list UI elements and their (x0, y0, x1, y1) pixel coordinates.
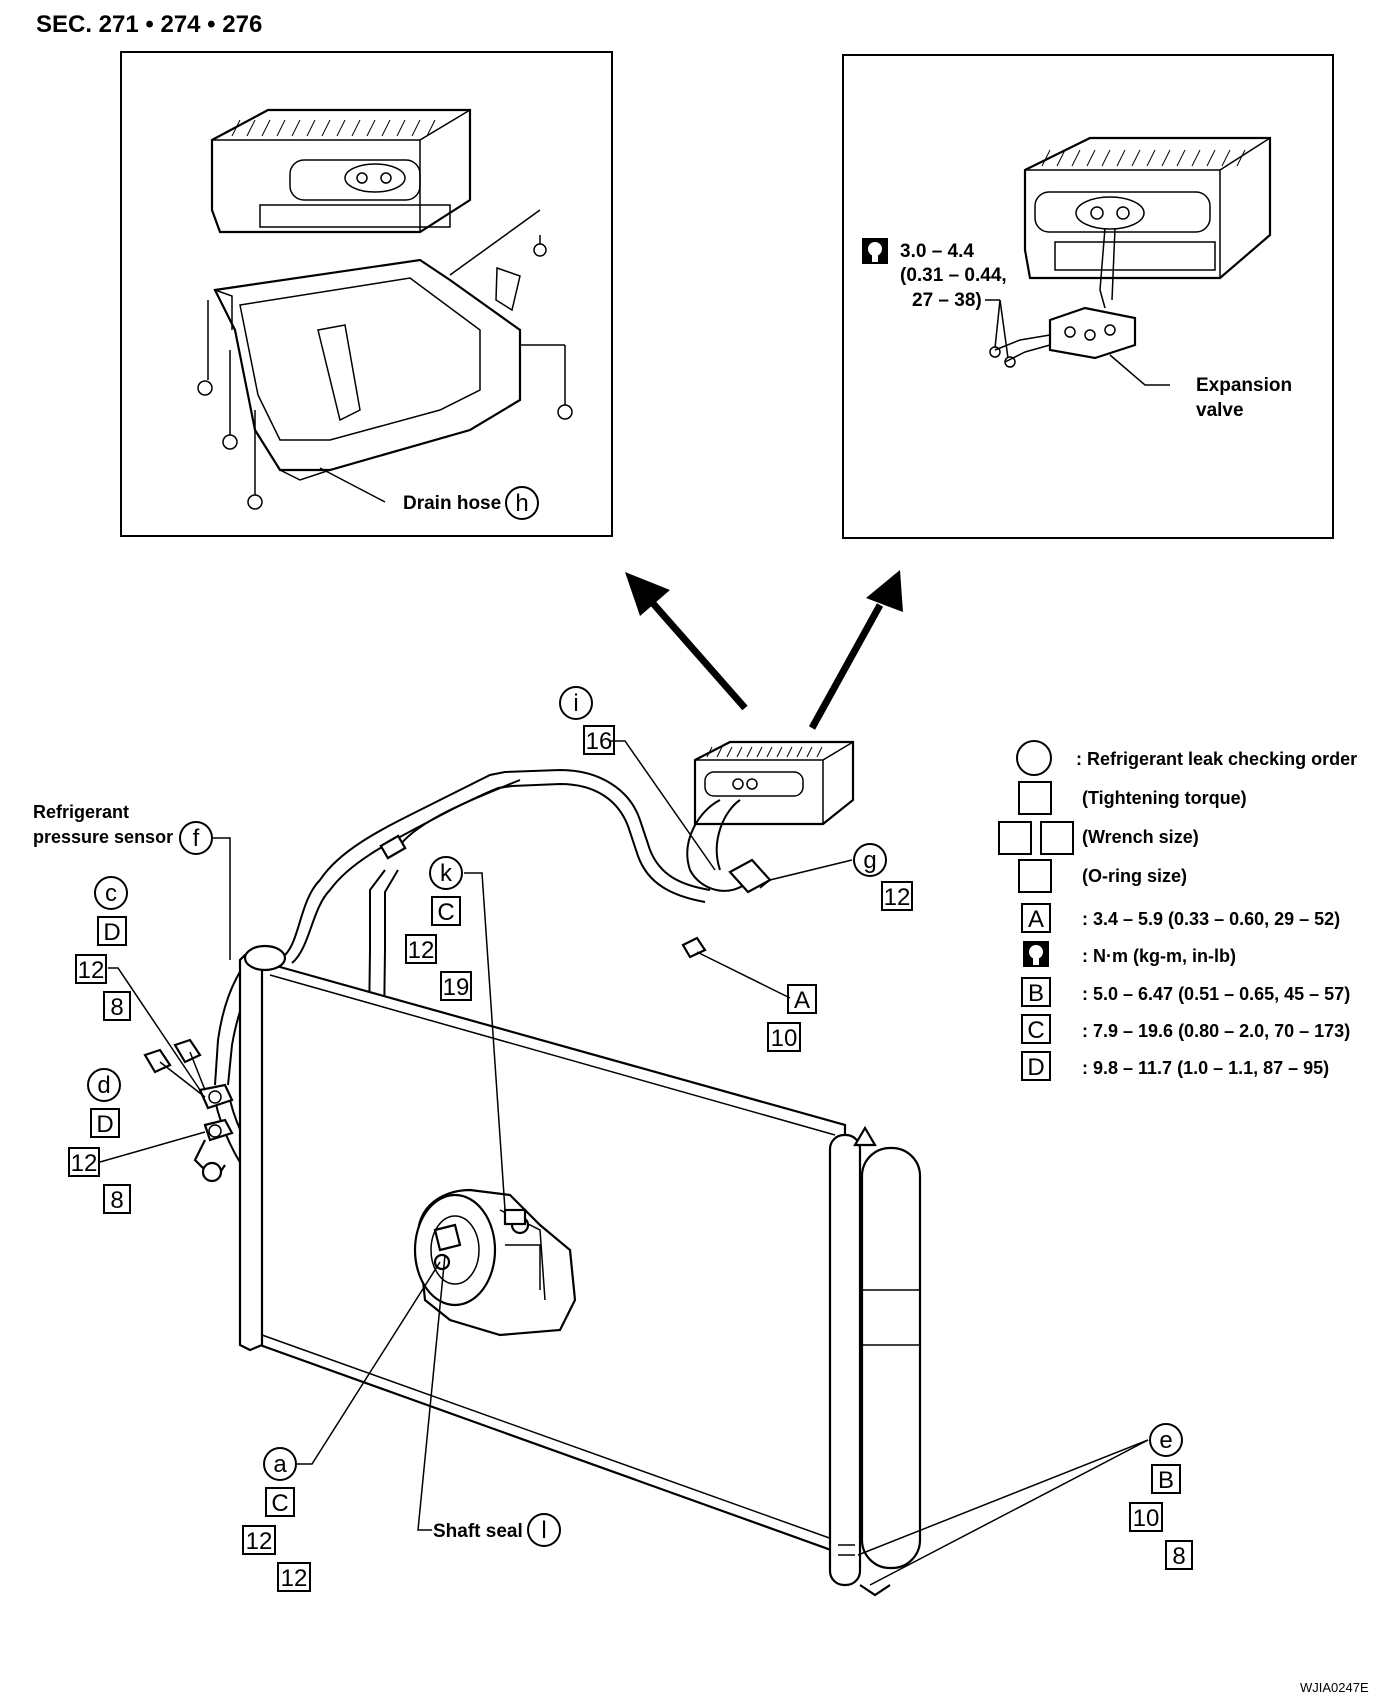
box-bolt-10: 10 (771, 1025, 798, 1052)
figure-code: WJIA0247E (1300, 1680, 1369, 1695)
legend-nm-text: : N·m (kg-m, in-lb) (1082, 946, 1236, 966)
marker-d: d (97, 1072, 110, 1099)
legend-double-box-text: (Wrench size) (1082, 827, 1199, 847)
legend-d-text: : 9.8 – 11.7 (1.0 – 1.1, 87 – 95) (1082, 1058, 1329, 1078)
legend-circle-text: : Refrigerant leak checking order (1076, 749, 1357, 769)
marker-l: l (541, 1517, 546, 1544)
box-k-12: 12 (408, 937, 435, 964)
sensor-label-line2: pressure sensor (33, 827, 173, 847)
legend-circle-symbol (1016, 740, 1052, 776)
marker-c: c (105, 880, 117, 907)
torque-wrench-icon (862, 238, 888, 264)
bolt-a (681, 936, 791, 999)
box-c-12: 12 (78, 957, 105, 984)
box-e-b: B (1158, 1467, 1174, 1494)
box-e-10: 10 (1133, 1505, 1160, 1532)
condenser (238, 944, 922, 1597)
inset-right: 3.0 – 4.4 (0.31 – 0.44, 27 – 38) Expansi… (842, 54, 1334, 539)
box-c-d: D (103, 919, 120, 946)
evaporator-unit-right (1023, 136, 1272, 280)
legend-double-box-2 (1040, 821, 1074, 855)
legend-oring-symbol (1018, 859, 1052, 893)
legend-key-b: B (1028, 980, 1044, 1007)
box-i-16: 16 (586, 728, 613, 755)
legend-oring-text: (O-ring size) (1082, 866, 1187, 886)
marker-i: i (573, 690, 578, 717)
leader-lines (99, 740, 1149, 1586)
torque-spec-line3: 27 – 38) (912, 290, 982, 311)
marker-g: g (863, 847, 876, 874)
box-bolt-a: A (794, 987, 810, 1014)
legend-a-text: : 3.4 – 5.9 (0.33 – 0.60, 29 – 52) (1082, 909, 1340, 929)
legend-double-box-1 (998, 821, 1032, 855)
box-k-c: C (437, 899, 454, 926)
inset-left: Drain hose h (120, 51, 613, 537)
box-k-19: 19 (443, 974, 470, 1001)
receiver-dryer (860, 1146, 922, 1570)
evaporator-unit-main (693, 740, 855, 826)
evaporator-unit-top (210, 108, 472, 234)
drain-hose-label: Drain hose (403, 493, 501, 514)
marker-h: h (515, 490, 528, 517)
legend-box-text: (Tightening torque) (1082, 788, 1247, 808)
section-title: SEC. 271 • 274 • 276 (36, 11, 262, 38)
marker-h-circle (505, 486, 539, 520)
expansion-valve-label-line1: Expansion (1196, 375, 1292, 396)
marker-e: e (1159, 1427, 1172, 1454)
legend-key-c: C (1027, 1017, 1044, 1044)
shaft-seal-label: Shaft seal (433, 1521, 523, 1542)
box-a-12-2: 12 (281, 1565, 308, 1592)
expansion-valve-label-line2: valve (1196, 400, 1244, 421)
torque-spec-line2: (0.31 – 0.44, (900, 265, 1007, 286)
torque-spec-line1: 3.0 – 4.4 (900, 241, 974, 262)
box-d-d: D (96, 1111, 113, 1138)
expansion-valve (985, 227, 1170, 386)
legend-key-d: D (1027, 1054, 1044, 1081)
box-c-8: 8 (110, 994, 123, 1021)
torque-wrench-icon (1023, 941, 1049, 967)
marker-a: a (273, 1451, 287, 1478)
compressor (413, 1188, 577, 1337)
box-d-12: 12 (71, 1150, 98, 1177)
fittings-cd (143, 1038, 234, 1183)
legend-b-text: : 5.0 – 6.47 (0.51 – 0.65, 45 – 57) (1082, 984, 1350, 1004)
marker-k: k (440, 860, 453, 887)
legend-key-a: A (1028, 906, 1044, 933)
box-e-8: 8 (1172, 1543, 1185, 1570)
pan-screws (197, 209, 573, 510)
legend-c-text: : 7.9 – 19.6 (0.80 – 2.0, 70 – 173) (1082, 1021, 1350, 1041)
legend-box-symbol (1018, 781, 1052, 815)
pointer-arrows (625, 570, 903, 730)
box-g-12: 12 (884, 884, 911, 911)
sensor-label-line1: Refrigerant (33, 802, 129, 822)
drain-pan (213, 258, 522, 481)
legend: : Refrigerant leak checking order (Tight… (998, 740, 1357, 1081)
marker-f: f (193, 825, 200, 852)
box-a-c: C (271, 1490, 288, 1517)
box-a-12-1: 12 (246, 1528, 273, 1555)
box-d-8: 8 (110, 1187, 123, 1214)
